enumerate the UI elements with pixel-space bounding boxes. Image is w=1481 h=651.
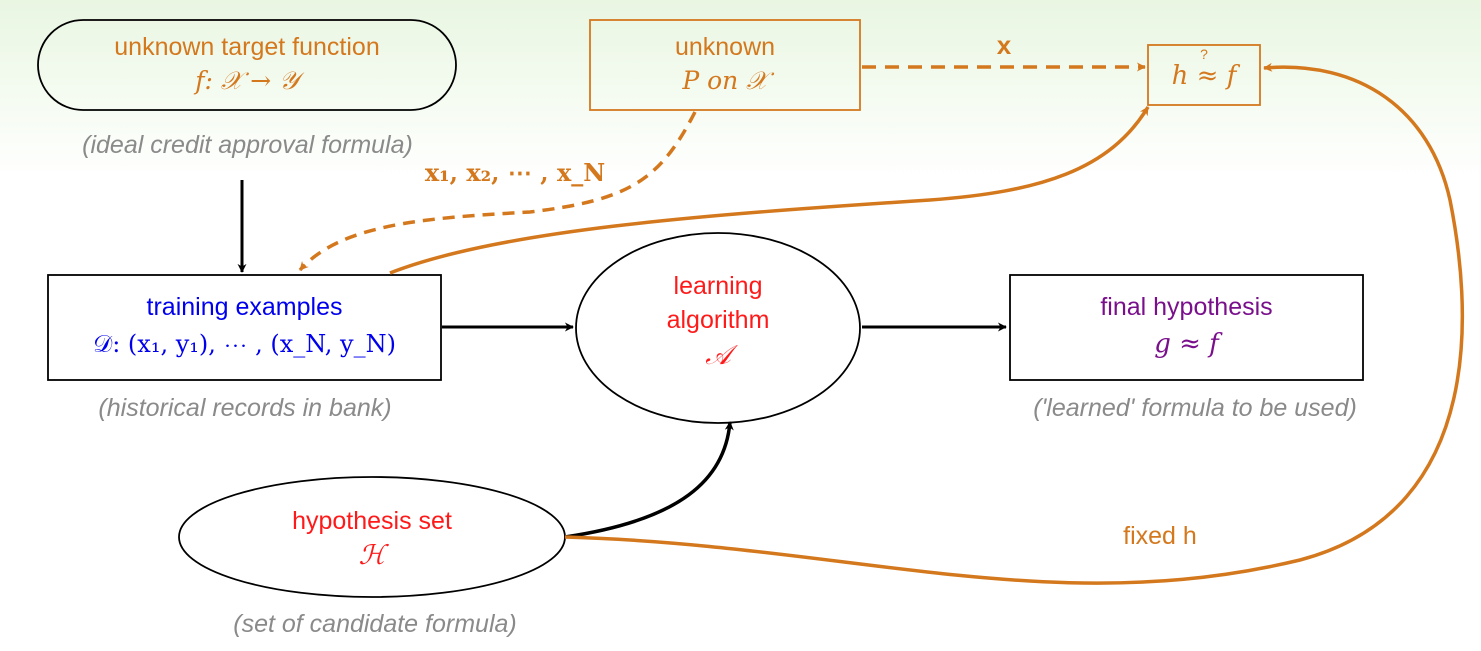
algorithm-line1: learning (673, 272, 763, 300)
edge-label-x: x (996, 30, 1012, 60)
target-function-node (37, 19, 457, 111)
target-function-note: (ideal credit approval formula) (82, 131, 413, 159)
fixed-h-to-approx-arrow (564, 62, 1465, 585)
algorithm-symbol: 𝒜 (705, 340, 731, 371)
target-function-formula: f: 𝒳 → 𝒴 (195, 66, 299, 95)
hypothesis-set-title: hypothesis set (292, 507, 452, 535)
learning-algorithm-node (575, 232, 861, 424)
final-hypothesis-node (1009, 274, 1364, 381)
edge-label-samples: x₁, x₂, ⋯ , x_N (424, 158, 606, 187)
distribution-node (589, 19, 861, 111)
distribution-to-training-arrow (298, 111, 697, 272)
training-examples-node (47, 274, 442, 381)
hypothesis-set-node (178, 476, 566, 598)
approx-question-mark: ? (1200, 46, 1208, 62)
hypothesis-set-symbol: ℋ (358, 540, 386, 571)
final-hypothesis-formula: g ≈ f (1154, 329, 1219, 359)
hypothesis-set-note: (set of candidate formula) (233, 610, 517, 638)
training-examples-formula: 𝒟: (x₁, y₁), ⋯ , (x_N, y_N) (93, 330, 396, 358)
hypothesis-to-algorithm-arrow (564, 421, 734, 539)
approx-formula: h ≈ f (1171, 61, 1237, 91)
final-hypothesis-note: ('learned' formula to be used) (1033, 394, 1357, 422)
distribution-line1: unknown (674, 33, 776, 61)
target-function-title: unknown target function (114, 33, 380, 61)
approx-node (1147, 44, 1261, 106)
algorithm-line2: algorithm (666, 306, 770, 334)
training-examples-note: (historical records in bank) (98, 394, 392, 422)
distribution-line2: P on 𝒳 (682, 66, 768, 95)
training-examples-title: training examples (146, 293, 343, 321)
training-to-approx-arrow (389, 106, 1150, 275)
edge-label-fixed-h: fixed h (1123, 522, 1197, 550)
final-hypothesis-title: final hypothesis (1100, 293, 1273, 321)
